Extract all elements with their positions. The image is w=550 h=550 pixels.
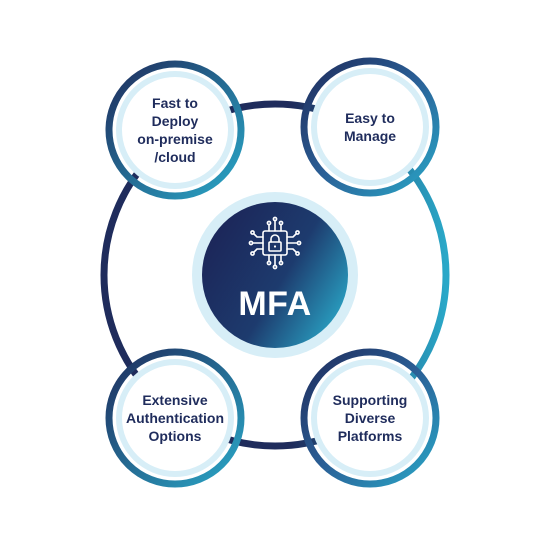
- node-label-bottom-left: Extensive Authentication Options: [110, 358, 240, 478]
- node-label-line: Options: [148, 428, 202, 444]
- node-label-line: Fast to: [152, 95, 198, 111]
- node-label-line: Extensive: [142, 392, 208, 408]
- node-label-line: Manage: [343, 128, 397, 144]
- node-label-top-right: Easy to Manage: [310, 67, 430, 187]
- node-label-line: Authentication: [126, 410, 224, 426]
- node-top-right: [300, 57, 440, 197]
- node-label-bottom-right: Supporting Diverse Platforms: [310, 358, 430, 478]
- node-label-line: Supporting: [332, 392, 408, 408]
- node-bottom-left: [105, 348, 245, 488]
- node-bottom-right: [300, 348, 440, 488]
- circuit-lock-icon: [248, 216, 302, 270]
- node-label-line: Diverse: [344, 410, 396, 426]
- node-label-top-left: Fast to Deploy on-premise /cloud: [115, 70, 235, 190]
- node-label-line: on-premise: [137, 131, 213, 147]
- node-label-line: Easy to: [345, 110, 395, 126]
- hub-disk: [202, 202, 348, 348]
- node-label-line: /cloud: [154, 149, 196, 165]
- node-label-line: Deploy: [151, 113, 199, 129]
- node-label-line: Platforms: [337, 428, 403, 444]
- connector-ring: [100, 100, 450, 450]
- hub-title: MFA: [238, 285, 312, 323]
- node-top-left: [105, 60, 245, 200]
